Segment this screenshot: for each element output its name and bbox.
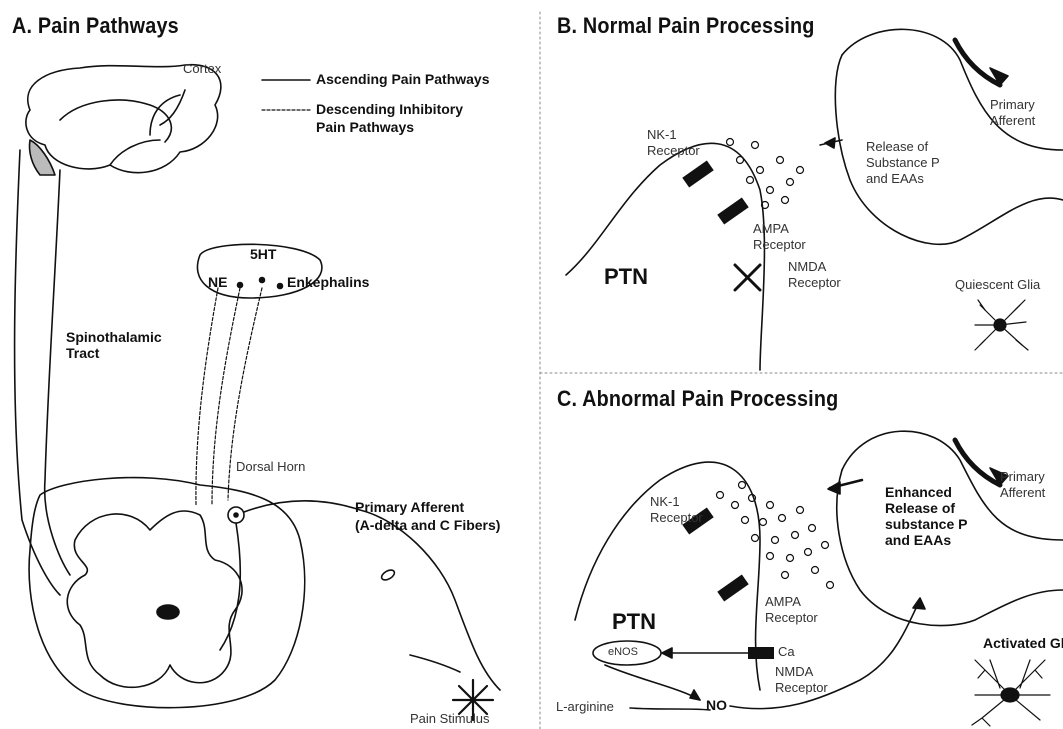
5ht-label: 5HT bbox=[250, 247, 276, 262]
ptn-label-c: PTN bbox=[612, 610, 656, 634]
legend-descending-label-2: Pain Pathways bbox=[316, 120, 414, 135]
nk1-label-b-2: Receptor bbox=[647, 144, 700, 158]
spinothalamic-label-2: Tract bbox=[66, 346, 99, 361]
nk1-label-c-1: NK-1 bbox=[650, 495, 680, 509]
primary-afferent-label-1: Primary Afferent bbox=[355, 500, 464, 515]
l-arginine-label: L-arginine bbox=[556, 700, 614, 714]
afferent-terminal-b bbox=[842, 29, 1063, 150]
activated-glia-label: Activated Glia bbox=[983, 636, 1063, 651]
gray-matter bbox=[67, 511, 242, 687]
cortex-label: Cortex bbox=[183, 62, 221, 76]
enhanced-label-1: Enhanced bbox=[885, 485, 952, 500]
panel-a-title: A. Pain Pathways bbox=[12, 14, 179, 38]
quiescent-glia bbox=[975, 300, 1028, 350]
primary-afferent-b-1: Primary bbox=[990, 98, 1035, 112]
primary-afferent-c-1: Primary bbox=[1000, 470, 1045, 484]
vesicles-b bbox=[727, 139, 804, 209]
ampa-label-b-1: AMPA bbox=[753, 222, 789, 236]
spinothalamic-label-1: Spinothalamic bbox=[66, 330, 162, 345]
ca-label: Ca bbox=[778, 645, 795, 659]
enhanced-label-4: and EAAs bbox=[885, 533, 951, 548]
ptn-label-b: PTN bbox=[604, 265, 648, 289]
ampa-label-b-2: Receptor bbox=[753, 238, 806, 252]
nmda-receptor-c bbox=[748, 647, 774, 659]
dorsal-horn-label: Dorsal Horn bbox=[236, 460, 305, 474]
legend-ascending-label: Ascending Pain Pathways bbox=[316, 72, 490, 87]
ampa-receptor-b bbox=[717, 197, 748, 224]
enhanced-label-2: Release of bbox=[885, 501, 955, 516]
primary-afferent-c-2: Afferent bbox=[1000, 486, 1045, 500]
spinal-cord-outline bbox=[29, 478, 305, 708]
enkephalins-label: Enkephalins bbox=[287, 275, 369, 290]
ascending-path-left bbox=[15, 150, 60, 595]
activated-glia bbox=[972, 660, 1050, 726]
vesicles-c bbox=[717, 482, 834, 589]
release-label-b-3: and EAAs bbox=[866, 172, 924, 186]
brain-outline bbox=[26, 65, 221, 173]
legend-descending-label-1: Descending Inhibitory bbox=[316, 102, 463, 117]
nk1-label-c-2: Receptor bbox=[650, 511, 703, 525]
ptn-outline-b bbox=[566, 143, 764, 370]
ampa-label-c-2: Receptor bbox=[765, 611, 818, 625]
ampa-receptor-c bbox=[717, 574, 748, 601]
primary-afferent-b-2: Afferent bbox=[990, 114, 1035, 128]
ne-label: NE bbox=[208, 275, 227, 290]
brain-inner bbox=[60, 100, 171, 142]
nk1-receptor-b bbox=[682, 160, 713, 187]
nmda-receptor-b bbox=[735, 265, 760, 290]
panel-c-title: C. Abnormal Pain Processing bbox=[557, 387, 838, 411]
pain-stimulus-label: Pain Stimulus bbox=[410, 712, 489, 726]
nmda-label-c-2: Receptor bbox=[775, 681, 828, 695]
enhanced-label-3: substance P bbox=[885, 517, 967, 532]
release-label-b-2: Substance P bbox=[866, 156, 940, 170]
quiescent-glia-label: Quiescent Glia bbox=[955, 278, 1040, 292]
afferent-node bbox=[380, 568, 396, 582]
brainstem-hatch bbox=[29, 140, 55, 175]
nmda-label-b-1: NMDA bbox=[788, 260, 826, 274]
primary-afferent-label-2: (A-delta and C Fibers) bbox=[355, 518, 500, 533]
nk1-label-b-1: NK-1 bbox=[647, 128, 677, 142]
panel-b-title: B. Normal Pain Processing bbox=[557, 14, 815, 38]
enos-label: eNOS bbox=[608, 646, 638, 658]
nmda-label-b-2: Receptor bbox=[788, 276, 841, 290]
nmda-label-c-1: NMDA bbox=[775, 665, 813, 679]
central-canal bbox=[157, 605, 179, 619]
no-label: NO bbox=[706, 698, 727, 713]
ampa-label-c-1: AMPA bbox=[765, 595, 801, 609]
release-label-b-1: Release of bbox=[866, 140, 928, 154]
